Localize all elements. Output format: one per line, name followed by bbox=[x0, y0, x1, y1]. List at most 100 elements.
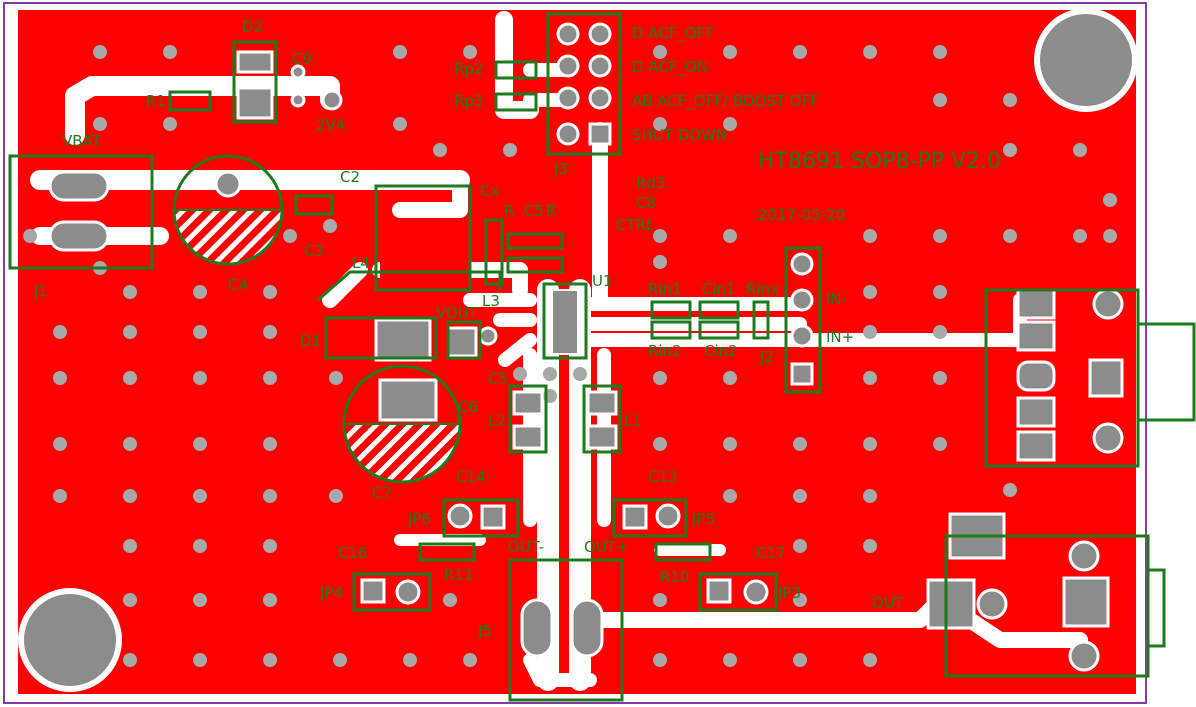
via bbox=[793, 593, 807, 607]
refdes-r10: R10 bbox=[660, 568, 690, 586]
via bbox=[23, 229, 37, 243]
label-out-minus: OUT- bbox=[508, 538, 544, 556]
refdes-jp6: JP6 bbox=[407, 510, 431, 528]
via bbox=[403, 653, 417, 667]
refdes-c17: C17 bbox=[756, 544, 786, 562]
refdes-rp3: Rp3 bbox=[454, 92, 484, 110]
via bbox=[323, 219, 337, 233]
via bbox=[863, 539, 877, 553]
via bbox=[53, 489, 67, 503]
via bbox=[793, 489, 807, 503]
via bbox=[333, 653, 347, 667]
via bbox=[1073, 143, 1087, 157]
refdes-rp2: Rp2 bbox=[454, 60, 484, 78]
via bbox=[653, 117, 667, 131]
via bbox=[723, 45, 737, 59]
refdes-c3: C3 bbox=[304, 242, 324, 260]
via bbox=[573, 367, 587, 381]
via bbox=[393, 117, 407, 131]
via bbox=[653, 593, 667, 607]
refdes-c7: C7 bbox=[372, 484, 392, 502]
refdes-r11: R11 bbox=[444, 566, 474, 584]
refdes-l2: L2 bbox=[488, 412, 506, 430]
via bbox=[93, 117, 107, 131]
via bbox=[463, 653, 477, 667]
refdes-r-top: R bbox=[504, 202, 514, 220]
via bbox=[53, 371, 67, 385]
refdes-c6: C6 bbox=[458, 398, 478, 416]
refdes-l3: L3 bbox=[482, 292, 500, 310]
refdes-jp5: JP5 bbox=[691, 510, 715, 528]
via bbox=[193, 325, 207, 339]
via bbox=[653, 229, 667, 243]
refdes-u1: U1 bbox=[592, 272, 613, 290]
label-out: OUT bbox=[872, 594, 905, 612]
via bbox=[443, 593, 457, 607]
via bbox=[193, 593, 207, 607]
refdes-cin2: Cin2 bbox=[704, 342, 738, 360]
refdes-c14: C14 bbox=[456, 468, 486, 486]
via bbox=[723, 117, 737, 131]
via bbox=[793, 437, 807, 451]
via bbox=[263, 539, 277, 553]
stitching-vias bbox=[23, 45, 1117, 667]
via bbox=[933, 229, 947, 243]
refdes-j3: J3 bbox=[553, 160, 568, 178]
via bbox=[283, 229, 297, 243]
via bbox=[793, 653, 807, 667]
via bbox=[653, 653, 667, 667]
refdes-l4: L4 bbox=[352, 254, 370, 272]
via bbox=[263, 653, 277, 667]
label-in-minus: IN- bbox=[826, 290, 847, 308]
refdes-rd3: Rd3 bbox=[636, 174, 666, 192]
via bbox=[193, 437, 207, 451]
via bbox=[1003, 143, 1017, 157]
via bbox=[53, 437, 67, 451]
refdes-vbat: VBAT bbox=[62, 132, 102, 150]
via bbox=[263, 325, 277, 339]
via bbox=[793, 539, 807, 553]
via bbox=[723, 371, 737, 385]
via bbox=[1103, 193, 1117, 207]
silkscreen-text: D ACF_OFF D ACF_ON AB ACF_OFF/ BOOST OFF… bbox=[33, 18, 1001, 640]
via bbox=[263, 285, 277, 299]
refdes-j5: J5 bbox=[477, 622, 492, 640]
via bbox=[1073, 229, 1087, 243]
via bbox=[1003, 483, 1017, 497]
refdes-2v4: 2V4 bbox=[316, 116, 345, 134]
board-date: 2017-05-20 bbox=[758, 206, 845, 224]
refdes-d1: D1 bbox=[300, 332, 321, 350]
via bbox=[263, 437, 277, 451]
via bbox=[393, 45, 407, 59]
via bbox=[793, 45, 807, 59]
refdes-c8: C8 bbox=[636, 194, 656, 212]
refdes-r1: R1 bbox=[146, 92, 166, 110]
refdes-d2: D2 bbox=[242, 18, 263, 36]
board-title: HT8691 SOP8-PP V2.0 bbox=[758, 149, 1001, 174]
via bbox=[93, 45, 107, 59]
via bbox=[723, 437, 737, 451]
refdes-j2: J2 bbox=[759, 348, 774, 366]
silkscreen-outlines bbox=[8, 12, 1196, 702]
via bbox=[123, 593, 137, 607]
via bbox=[653, 371, 667, 385]
refdes-c13: C13 bbox=[648, 468, 678, 486]
refdes-c2: C2 bbox=[340, 168, 360, 186]
via bbox=[543, 367, 557, 381]
via bbox=[653, 45, 667, 59]
via bbox=[933, 437, 947, 451]
refdes-ctrl: CTRL bbox=[616, 216, 655, 234]
label-out-plus: OUT+ bbox=[584, 538, 629, 556]
via bbox=[933, 45, 947, 59]
via bbox=[123, 325, 137, 339]
via bbox=[193, 371, 207, 385]
label-d-acf-off: D ACF_OFF bbox=[632, 24, 714, 43]
label-d-acf-on: D ACF_ON bbox=[632, 58, 708, 77]
via bbox=[863, 371, 877, 385]
via bbox=[513, 367, 527, 381]
via bbox=[123, 371, 137, 385]
mounting-holes bbox=[18, 8, 1138, 692]
via bbox=[329, 371, 343, 385]
refdes-rin1: Rin1 bbox=[648, 280, 682, 298]
